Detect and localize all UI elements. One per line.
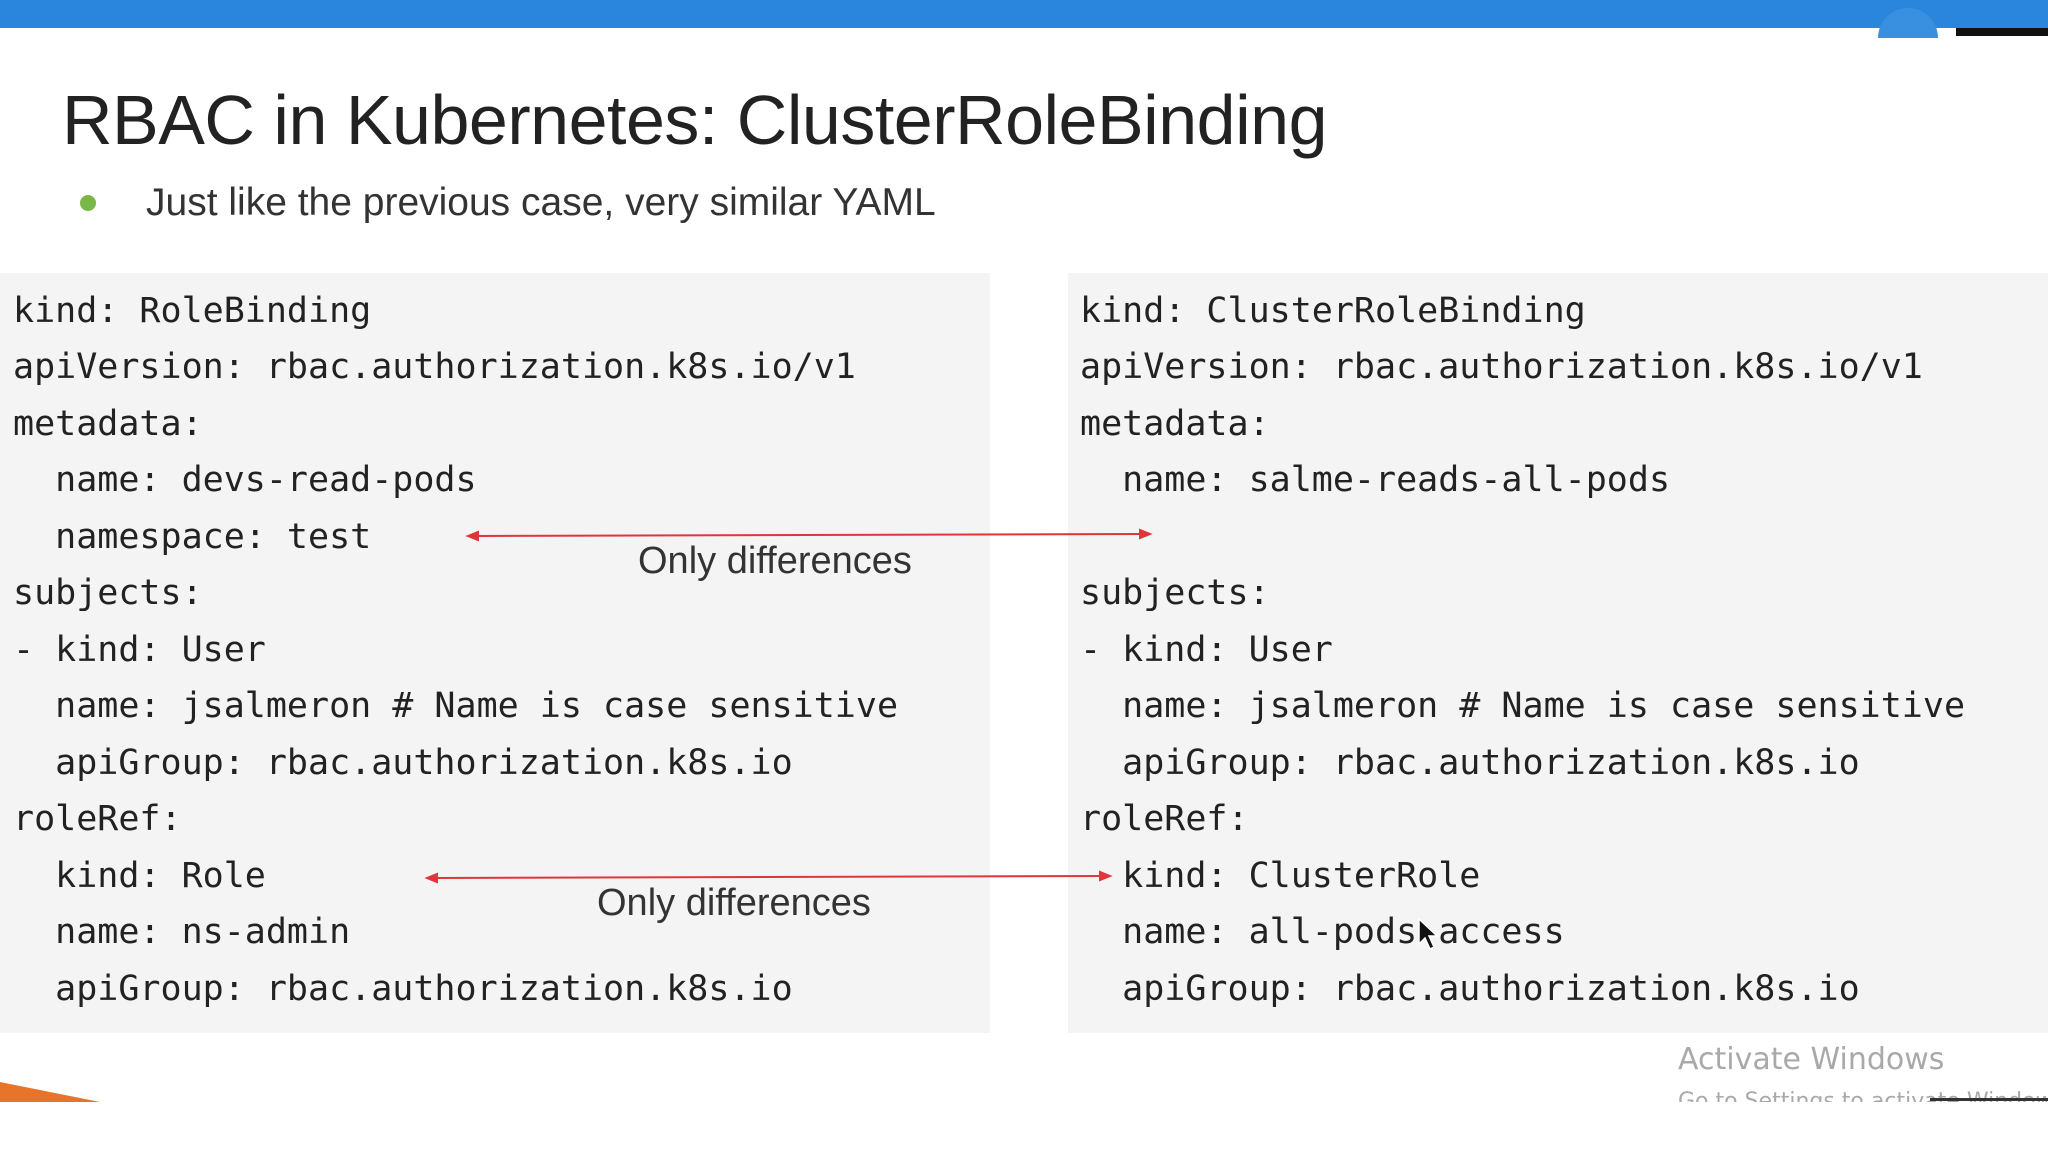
code-line: apiGroup: rbac.authorization.k8s.io: [1080, 743, 1860, 783]
code-line: name: jsalmeron # Name is case sensitive: [1080, 686, 1966, 726]
code-line: namespace: test: [13, 517, 372, 557]
bottom-strip: [0, 1102, 2048, 1152]
bottom-rule: [1930, 1098, 2048, 1101]
bullet-text: Just like the previous case, very simila…: [146, 181, 936, 224]
code-line: apiVersion: rbac.authorization.k8s.io/v1: [13, 347, 856, 387]
code-line: apiGroup: rbac.authorization.k8s.io: [1080, 969, 1860, 1009]
top-bar: [0, 0, 2048, 28]
code-line: subjects:: [1080, 573, 1270, 613]
diff-label-namespace: Only differences: [638, 540, 912, 582]
code-line: name: all-pods-access: [1080, 912, 1565, 952]
code-line: metadata:: [13, 404, 203, 444]
code-line: apiVersion: rbac.authorization.k8s.io/v1: [1080, 347, 1923, 387]
code-line: kind: ClusterRoleBinding: [1080, 291, 1586, 331]
code-panel-clusterrolebinding: kind: ClusterRoleBinding apiVersion: rba…: [1068, 273, 2048, 1033]
slide-title: RBAC in Kubernetes: ClusterRoleBinding: [62, 81, 1328, 159]
code-line: kind: RoleBinding: [13, 291, 372, 331]
code-line: metadata:: [1080, 404, 1270, 444]
bullet-dot-icon: [80, 195, 96, 211]
mouse-pointer-icon: [1418, 918, 1439, 951]
code-line: apiGroup: rbac.authorization.k8s.io: [13, 969, 793, 1009]
code-line: name: ns-admin: [13, 912, 351, 952]
code-panel-rolebinding: kind: RoleBinding apiVersion: rbac.autho…: [0, 273, 990, 1033]
watermark-title: Activate Windows: [1678, 1042, 1945, 1077]
code-line: roleRef:: [13, 799, 182, 839]
code-line: - kind: User: [13, 630, 266, 670]
orange-swoosh: [0, 1082, 100, 1102]
code-line: - kind: User: [1080, 630, 1333, 670]
diff-label-roleref: Only differences: [597, 882, 871, 924]
top-bar-corner: [1956, 28, 2048, 36]
code-line: name: salme-reads-all-pods: [1080, 460, 1671, 500]
code-line: kind: Role: [13, 856, 266, 896]
code-line: subjects:: [13, 573, 203, 613]
code-line: name: devs-read-pods: [13, 460, 477, 500]
bullet-item: Just like the previous case, very simila…: [80, 178, 936, 228]
code-line: name: jsalmeron # Name is case sensitive: [13, 686, 899, 726]
code-line: apiGroup: rbac.authorization.k8s.io: [13, 743, 793, 783]
code-line: kind: ClusterRole: [1080, 856, 1481, 896]
code-line: roleRef:: [1080, 799, 1249, 839]
